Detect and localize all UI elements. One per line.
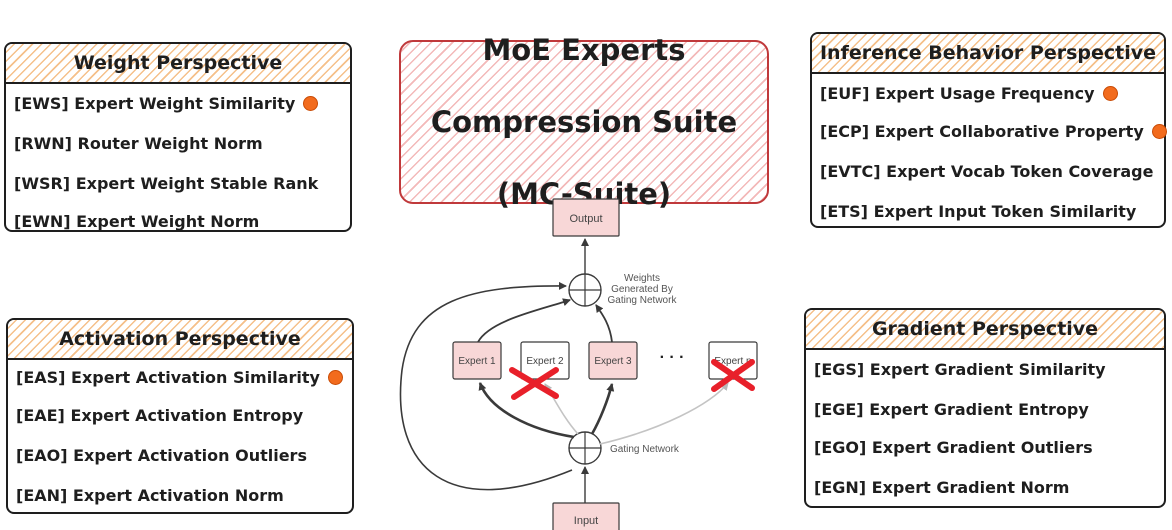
expert-3-box: Expert 3 (588, 341, 638, 380)
activation-perspective-header: Activation Perspective (8, 320, 352, 360)
activation-perspective-panel: Activation Perspective [EAS] Expert Acti… (6, 318, 354, 514)
gating-node (568, 431, 602, 465)
expert-2-box: Expert 2 (520, 341, 570, 380)
suite-title: MoE Experts Compression Suite (MC-Suite) (430, 33, 738, 211)
marker-dot (327, 370, 343, 385)
experts-ellipsis: · · · (660, 349, 685, 366)
activation-perspective-title: Activation Perspective (59, 328, 301, 350)
svg-text:Gating Network: Gating Network (608, 295, 678, 306)
weight-perspective-header: Weight Perspective (6, 44, 350, 84)
output-label: Output (569, 213, 602, 225)
metric-ewn: [EWN] Expert Weight Norm (14, 212, 260, 231)
svg-text:Weights: Weights (624, 273, 660, 284)
metric-ets: [ETS] Expert Input Token Similarity (820, 202, 1137, 221)
metric-ews: [EWS] Expert Weight Similarity (14, 94, 319, 113)
gradient-perspective-title: Gradient Perspective (871, 318, 1099, 340)
metric-eae: [EAE] Expert Activation Entropy (16, 406, 304, 425)
metric-egn: [EGN] Expert Gradient Norm (814, 478, 1070, 497)
metric-eas: [EAS] Expert Activation Similarity (16, 368, 343, 387)
metric-ecp: [ECP] Expert Collaborative Property (820, 122, 1167, 141)
weighted-sum-node (568, 273, 602, 307)
marker-dot (303, 96, 319, 111)
metric-euf: [EUF] Expert Usage Frequency (820, 84, 1118, 103)
expert-2-label: Expert 2 (526, 356, 564, 367)
inference-perspective-panel: Inference Behavior Perspective [EUF] Exp… (810, 32, 1167, 228)
weight-perspective-panel: Weight Perspective [EWS] Expert Weight S… (4, 42, 352, 232)
weight-perspective-title: Weight Perspective (73, 52, 283, 74)
svg-text:Generated By: Generated By (611, 284, 673, 295)
inference-perspective-header: Inference Behavior Perspective (812, 34, 1164, 74)
inference-perspective-title: Inference Behavior Perspective (819, 42, 1157, 64)
metric-ego: [EGO] Expert Gradient Outliers (814, 438, 1093, 457)
metric-ean: [EAN] Expert Activation Norm (16, 486, 284, 505)
input-node: Input (552, 502, 620, 530)
weights-annotation: Weights Generated By Gating Network (608, 273, 678, 306)
marker-dot (1102, 86, 1118, 101)
expert-1-box: Expert 1 (452, 341, 502, 380)
metric-wsr: [WSR] Expert Weight Stable Rank (14, 174, 319, 193)
gradient-perspective-panel: Gradient Perspective [EGS] Expert Gradie… (804, 308, 1166, 508)
marker-dot (1151, 124, 1167, 139)
metric-rwn: [RWN] Router Weight Norm (14, 134, 263, 153)
gating-label: Gating Network (610, 444, 680, 455)
metric-evtc: [EVTC] Expert Vocab Token Coverage (820, 162, 1154, 181)
metric-ege: [EGE] Expert Gradient Entropy (814, 400, 1089, 419)
pruned-cross-icon (711, 359, 755, 392)
expert-1-label: Expert 1 (458, 356, 496, 367)
expert-n-label: Expert n (714, 356, 751, 367)
metric-eao: [EAO] Expert Activation Outliers (16, 446, 307, 465)
output-node: Output (552, 198, 620, 237)
metric-egs: [EGS] Expert Gradient Similarity (814, 360, 1106, 379)
expert-3-label: Expert 3 (594, 356, 632, 367)
pruned-cross-icon (509, 367, 559, 400)
input-label: Input (574, 515, 598, 527)
gradient-perspective-header: Gradient Perspective (806, 310, 1164, 350)
